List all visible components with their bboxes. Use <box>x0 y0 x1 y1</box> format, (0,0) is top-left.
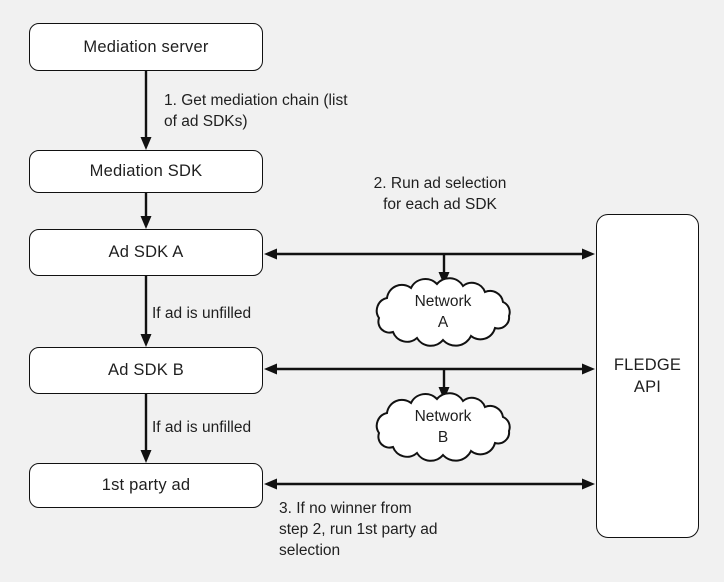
label-if-ad-unfilled-b: If ad is unfilled <box>152 419 252 436</box>
cloud-label-network-b: Network B <box>414 408 472 446</box>
label-if-ad-unfilled-a: If ad is unfilled <box>152 305 252 322</box>
cloud-network-b <box>375 392 511 462</box>
arrow-first-party-ad-fledge <box>264 478 595 490</box>
arrow-server-to-mediation-sdk <box>140 71 152 150</box>
node-ad-sdk-a: Ad SDK A <box>29 229 263 276</box>
node-fledge-api: FLEDGE API <box>596 214 699 538</box>
label-step1-get-mediation-chain: 1. Get mediation chain (list of ad SDKs) <box>164 92 348 130</box>
label-step3-first-party-selection: 3. If no winner from step 2, run 1st par… <box>279 500 438 559</box>
cloud-network-a <box>375 277 511 347</box>
label-step2-run-ad-selection: 2. Run ad selection for each ad SDK <box>373 175 507 213</box>
cloud-label-network-a: Network A <box>414 293 472 331</box>
arrow-ad-sdk-b-fledge <box>264 363 595 375</box>
node-mediation-sdk: Mediation SDK <box>29 150 263 193</box>
node-mediation-server: Mediation server <box>29 23 263 71</box>
node-ad-sdk-b: Ad SDK B <box>29 347 263 394</box>
arrow-ad-sdk-a-fledge <box>264 248 595 260</box>
arrow-ad-sdk-b-to-first-party-ad <box>140 393 152 463</box>
arrow-mediation-sdk-to-ad-sdk-a <box>140 192 152 229</box>
arrow-ad-sdk-a-to-ad-sdk-b <box>140 275 152 347</box>
node-first-party-ad: 1st party ad <box>29 463 263 508</box>
